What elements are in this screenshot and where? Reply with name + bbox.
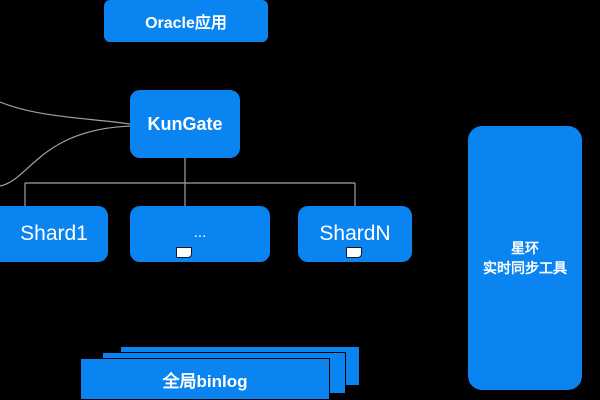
oracle-app-label: Oracle应用: [145, 15, 227, 32]
binlog-layer-front: 全局binlog: [80, 358, 330, 400]
document-icon: [346, 247, 362, 258]
shardn-label: ShardN: [319, 222, 391, 245]
binlog-label: 全局binlog: [162, 371, 248, 391]
shard1-label: Shard1: [20, 222, 88, 245]
sync-tool-node: 星环 实时同步工具: [468, 126, 582, 390]
oracle-app-node: Oracle应用: [104, 0, 268, 42]
client-wire-upper: [0, 101, 131, 125]
sync-tool-line2: 实时同步工具: [483, 260, 567, 276]
shard1-node: Shard1: [0, 206, 108, 262]
shard-middle-node: ...: [130, 206, 270, 262]
shard-middle-label: ...: [193, 224, 207, 241]
sync-tool-line1: 星环: [511, 240, 539, 256]
kungate-node: KunGate: [130, 90, 240, 158]
kungate-label: KunGate: [147, 113, 223, 134]
document-icon: [176, 247, 192, 258]
shardn-node: ShardN: [298, 206, 412, 262]
client-wire-lower: [0, 125, 131, 187]
global-binlog-stack: 全局binlog: [80, 346, 360, 400]
